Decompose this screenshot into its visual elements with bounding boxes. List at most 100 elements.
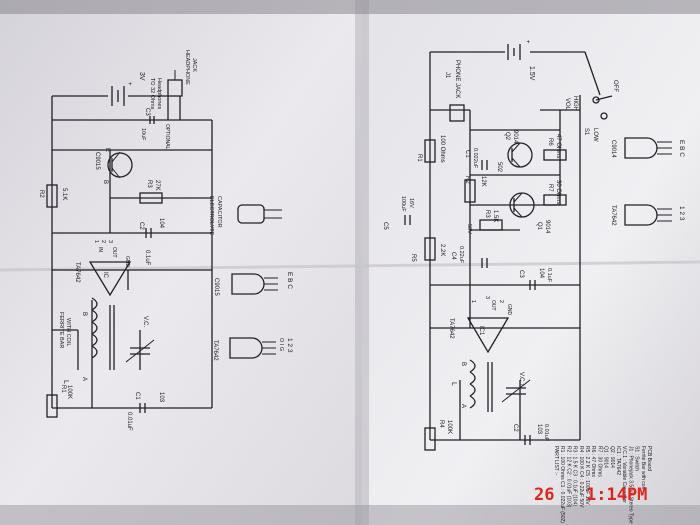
right-r7-resistor: R7 30 Ohms <box>543 180 567 206</box>
svg-text:+: + <box>524 40 530 44</box>
ic1-label: IC1 <box>478 326 484 336</box>
headphone-impedance: TO 32 Ohms <box>149 78 155 110</box>
c3-ref: C3 <box>144 108 150 116</box>
headphone-jack-label: HEADPHONE <box>184 50 190 85</box>
r1-ref: R1 <box>416 154 422 162</box>
q1-ref: Q1 <box>536 222 542 231</box>
c1-code: 103 <box>158 392 164 403</box>
right-ic1-ta7642: IC1 TA7642 3 OUT GND 1 2 <box>448 296 512 354</box>
vol-label: VOL <box>564 98 570 111</box>
electrolyte-label-2: CAPACITOR <box>216 196 222 228</box>
pkg-ta7642-label: TA7642 <box>610 205 616 226</box>
parts-list-line: R5 : 2.2 K C5 : 100uF 16V <box>584 446 590 505</box>
pkg-ta7642-pin-names: O I G <box>278 338 284 351</box>
parts-list-line: V.C.1 : Variable Capacitor <box>621 446 627 503</box>
ic1-pin-1: 1 <box>470 300 476 303</box>
timestamp-time: 1:14PM <box>586 485 647 505</box>
r3-ref: R3 <box>146 180 152 188</box>
c1-value: 0.022uF <box>472 148 478 169</box>
c3-optional: OPTIONAL <box>164 124 170 150</box>
ic1-pin-2: 2 <box>498 300 504 303</box>
node-l: L <box>62 380 69 384</box>
ferrite-label: FERRITE BAR <box>58 312 64 348</box>
phone-jack-label: PHONE JACK <box>454 60 460 98</box>
parts-list-line: R1 : 100 Ohms C1 : 0.022uF (502) <box>559 446 565 523</box>
ic-part: TA7642 <box>74 262 80 283</box>
node-a: A <box>81 377 87 381</box>
ic-gnd: GND <box>124 256 130 268</box>
right-battery-voltage: 1.5V <box>528 66 535 81</box>
parts-list-line: Q2 : 9014 <box>609 446 615 468</box>
c1-ref: C1 <box>464 150 470 158</box>
c5-ref: C5 <box>382 222 388 230</box>
c3-ref: C3 <box>518 270 524 278</box>
phone-jack-ref: J1 <box>444 72 450 79</box>
ic1-pin-3: 3 <box>484 296 490 299</box>
r7-ref: R7 <box>547 184 553 192</box>
r3-value: 27K <box>154 180 160 191</box>
vc-label: V.C. <box>142 316 148 327</box>
node-b: B <box>81 312 87 316</box>
parts-list-line: PART LIST :- <box>553 446 559 475</box>
right-r4-resistor: R4 100K <box>424 420 452 451</box>
electrolyte-capacitor-icon: ELECTROLYTE CAPACITOR <box>208 196 282 236</box>
top-edge-shadow <box>0 0 700 14</box>
left-package-ta7642: TA7642 O I G 1 2 3 <box>212 337 293 361</box>
right-variable-capacitor: V.C.1 <box>501 372 531 403</box>
parts-list-line: R4 : 100 K C4 : 0.22uF 50V <box>578 446 584 508</box>
switch-ref: S1 <box>583 128 589 136</box>
ic-label: IC <box>102 272 108 279</box>
electrolyte-label: ELECTROLYTE <box>208 196 214 236</box>
parts-list-line: Ferrite Bar with coil <box>640 446 646 489</box>
right-battery: + 1.5V <box>507 40 535 81</box>
r2-ref: R2 <box>38 190 44 198</box>
right-c3-capacitor: C3 104 0.1uF <box>518 268 552 290</box>
left-circuit: + 3V TO 32 Ohms Headphones HEADPHONE JAC… <box>38 50 293 431</box>
vc1-label: V.C.1 <box>518 372 524 387</box>
camera-timestamp: 26 1:14PM <box>534 485 647 505</box>
r5-value: 2.2K <box>439 244 445 256</box>
headphone-jack-label-2: JACK <box>191 58 197 72</box>
right-c1-capacitor: C1 0.022uF <box>464 148 488 170</box>
ic-pin-1: 1 <box>93 240 99 243</box>
parts-list: PART LIST :-R1 : 100 Ohms C1 : 0.022uF (… <box>553 446 652 524</box>
right-c5-capacitor: C5 100uF 16V <box>382 196 414 230</box>
c2-code: 103 <box>536 424 542 435</box>
parts-list-line: S1 : Switch <box>634 446 640 471</box>
ic1-part: TA7642 <box>448 318 454 339</box>
ic-pin-2: 2 <box>100 240 106 243</box>
left-headphone-jack: TO 32 Ohms Headphones HEADPHONE JACK <box>149 50 197 110</box>
c4-value: 0.22uF <box>458 246 464 264</box>
right-package-c9014: C9014 E B C <box>610 137 685 159</box>
left-r3-resistor: R3 27K <box>139 180 163 204</box>
horizontal-fold-crease <box>0 260 700 272</box>
c2-code: 104 <box>158 218 164 229</box>
node-l: L <box>450 382 457 386</box>
c2-ref: C2 <box>138 222 144 230</box>
pkg-c9014-pins: E B C <box>678 140 685 157</box>
right-package-ta7642: TA7642 1 2 3 <box>610 204 685 226</box>
right-ferrite-coil: L A B <box>450 359 493 412</box>
r1-value: 100K <box>66 385 72 399</box>
left-package-c9015: C9015 E B C <box>213 272 293 296</box>
parts-list-line: R7 : 30 Ohms <box>596 446 602 477</box>
r6-value: 47 Ohms <box>555 134 561 158</box>
left-c1-capacitor: C1 103 0.01uF <box>126 392 164 431</box>
right-c2-capacitor: C2 103 0.01uF <box>512 424 549 445</box>
parts-list-line: PCB Board <box>646 446 652 471</box>
parts-list-line: R2 : 12 K C2 : 0.01uF (103) <box>565 446 571 508</box>
r6-ref: R6 <box>547 138 553 146</box>
q2-code: 502 <box>496 162 502 173</box>
r3-ref: R3 <box>484 210 490 218</box>
right-r6-resistor: R6 47 Ohms <box>543 134 567 161</box>
c2-value: 0.1uF <box>144 250 150 266</box>
ic-out: OUT <box>111 247 117 258</box>
q1-part: 9014 <box>544 220 550 234</box>
r1-ref: R1 <box>60 385 66 393</box>
r3-value: 1.5K <box>492 210 498 222</box>
left-ic-ta7642: IC TA7642 1 2 3 IN OUT GND <box>74 240 132 297</box>
bottom-edge-shadow <box>0 505 700 525</box>
ic1-gnd: GND <box>506 304 512 316</box>
c5-voltage: 16V <box>408 198 414 208</box>
